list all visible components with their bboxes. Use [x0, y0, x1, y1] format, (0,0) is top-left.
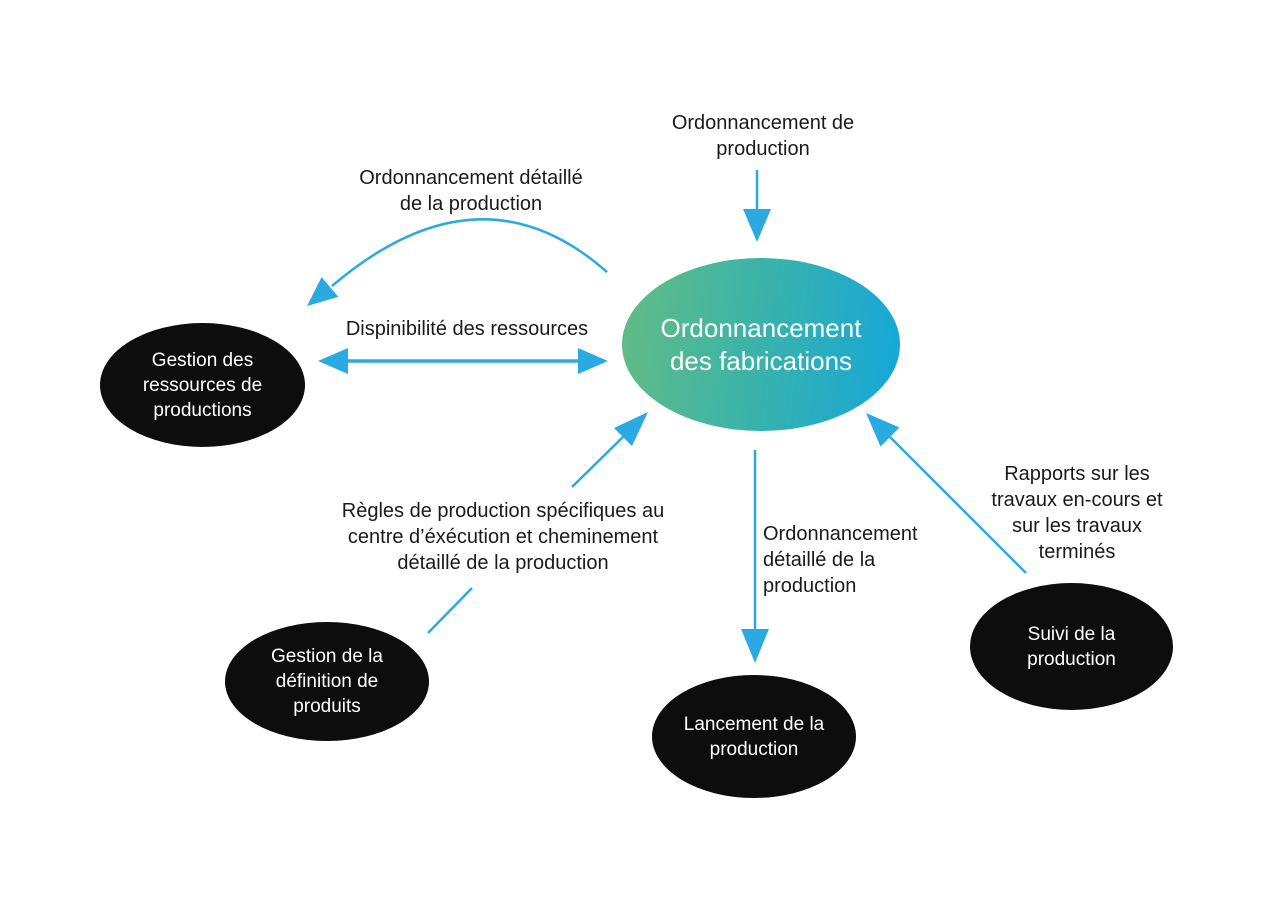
node-gestion-definition-label: Gestion de la définition de produits — [271, 646, 383, 717]
node-ordonnancement-fabrications-label: Ordonnancement des fabrications — [660, 312, 862, 376]
node-ordonnancement-fabrications: Ordonnancement des fabrications — [622, 258, 900, 431]
node-suivi-production: Suivi de la production — [970, 583, 1173, 710]
arrow-suivi-into-center — [866, 413, 1027, 574]
arrow-regles-into-center — [571, 412, 648, 488]
node-gestion-ressources: Gestion des ressources de productions — [100, 323, 305, 447]
label-disponibilite-ressources: Dispinibilité des ressources — [345, 318, 589, 340]
connector-gestion-definition — [427, 587, 473, 634]
label-regles-production: Règles de production spécifiques au cent… — [341, 500, 665, 574]
label-ordonnancement-detaille-haut: Ordonnancement détaillé de la production — [359, 167, 583, 215]
node-lancement-production: Lancement de la production — [652, 675, 856, 798]
node-suivi-production-label: Suivi de la production — [1027, 623, 1116, 670]
arrow-center-down-to-lancement — [741, 450, 769, 663]
label-ordonnancement-detaille-bas: Ordonnancement détaillé de la production — [763, 523, 918, 597]
label-rapports-travaux: Rapports sur les travaux en-cours et sur… — [991, 463, 1163, 563]
label-ordonnancement-de-production: Ordonnancement de production — [671, 112, 855, 160]
arrow-curved-to-left-node — [307, 218, 608, 306]
node-lancement-production-label: Lancement de la production — [683, 713, 825, 760]
arrow-top-into-center — [743, 170, 771, 242]
arrow-disponibilite-bidirectional — [318, 348, 608, 374]
node-gestion-definition: Gestion de la définition de produits — [225, 622, 429, 741]
node-gestion-ressources-label: Gestion des ressources de productions — [142, 349, 263, 421]
